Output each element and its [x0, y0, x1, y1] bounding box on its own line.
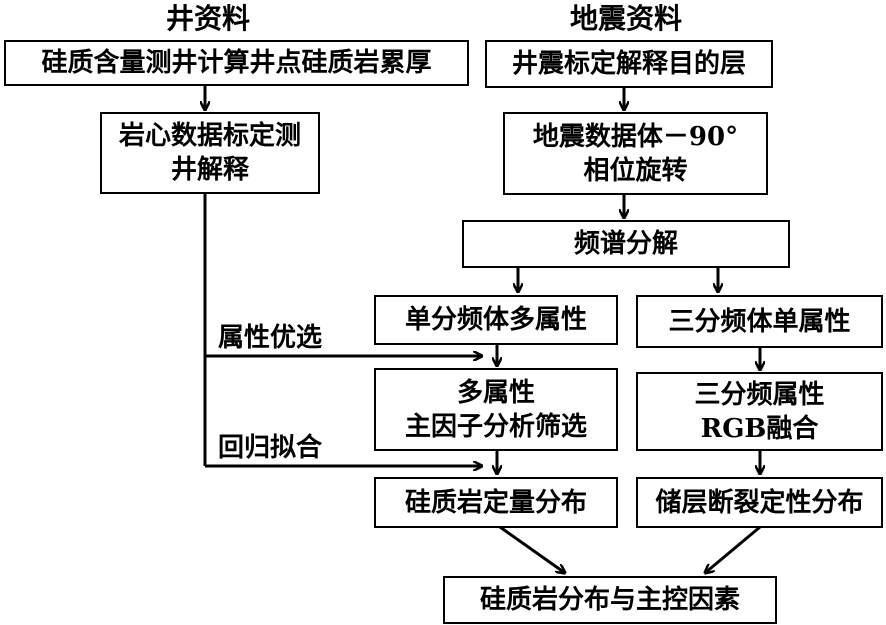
label-regression: 回归拟合 [218, 433, 323, 463]
label-attr-select: 属性优选 [218, 323, 323, 353]
node-multi-attr: 多属性 主因子分析筛选 [374, 368, 618, 451]
node-single-multi: 单分频体多属性 [374, 295, 618, 345]
node-final-text: 硅质岩分布与主控因素 [479, 585, 740, 615]
node-well-calc-text: 硅质含量测井计算井点硅质岩累厚 [41, 48, 432, 78]
node-rgb-fusion-line1: 三分频属性 [694, 379, 825, 410]
node-final: 硅质岩分布与主控因素 [443, 576, 777, 624]
node-seis-rotate-line2: 相位旋转 [583, 155, 688, 186]
node-seis-rotate: 地震数据体－90° 相位旋转 [503, 112, 768, 195]
node-silicic-quant: 硅质岩定量分布 [374, 477, 618, 528]
node-three-single: 三分频体单属性 [636, 295, 883, 348]
node-multi-attr-line1: 多属性 [456, 377, 535, 408]
node-spectral: 频谱分解 [462, 220, 790, 268]
node-silicic-quant-text: 硅质岩定量分布 [404, 487, 587, 518]
node-single-multi-text: 单分频体多属性 [404, 305, 587, 335]
node-seis-rotate-line1: 地震数据体－90° [532, 121, 739, 152]
well-data-header: 井资料 [166, 2, 251, 35]
node-core-calib: 岩心数据标定测 井解释 [100, 112, 320, 194]
node-reservoir-fault: 储层断裂定性分布 [636, 477, 883, 528]
node-seis-calib: 井震标定解释目的层 [485, 40, 773, 88]
node-core-calib-line2: 井解释 [170, 155, 249, 185]
node-reservoir-fault-text: 储层断裂定性分布 [655, 487, 864, 518]
node-multi-attr-line2: 主因子分析筛选 [404, 411, 587, 442]
seismic-data-header: 地震资料 [570, 2, 683, 35]
node-three-single-text: 三分频体单属性 [668, 306, 851, 337]
arrow-silicic-to-final [499, 525, 565, 573]
node-spectral-text: 频谱分解 [573, 229, 678, 259]
node-well-calc: 硅质含量测井计算井点硅质岩累厚 [4, 40, 469, 86]
arrow-reservoir-to-final [705, 525, 761, 573]
node-rgb-fusion-line2: RGB融合 [700, 413, 819, 444]
node-seis-calib-text: 井震标定解释目的层 [511, 49, 746, 79]
node-core-calib-line1: 岩心数据标定测 [118, 121, 301, 151]
node-rgb-fusion: 三分频属性 RGB融合 [636, 372, 883, 451]
